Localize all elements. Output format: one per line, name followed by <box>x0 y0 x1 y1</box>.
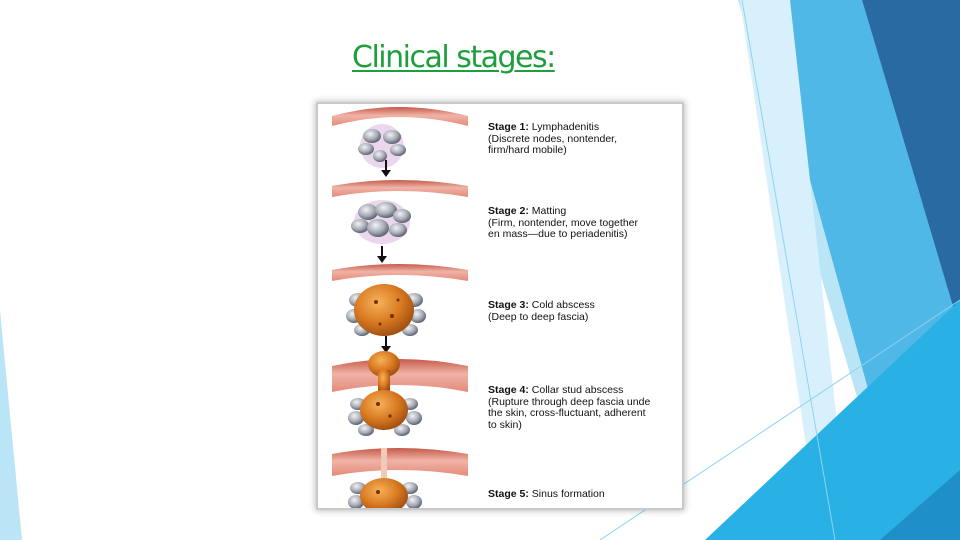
stages-illustration <box>332 107 468 508</box>
stage-5-caption: Stage 5: Sinus formation <box>488 488 682 501</box>
stage-3-heading: Stage 3: <box>488 299 529 311</box>
decor-facet-dark <box>862 0 960 330</box>
stage-5-illustration <box>332 448 468 508</box>
decor-facet-pale <box>740 0 850 540</box>
slide-title: Clinical stages: <box>352 40 556 75</box>
stage-4-line-1: (Rupture through deep fascia unde <box>488 395 651 408</box>
stage-2-line-2: en mass—due to periadenitis) <box>488 228 628 240</box>
stage-3-caption: Stage 3: Cold abscess (Deep to deep fasc… <box>488 299 682 323</box>
stage-4-caption: Stage 4: Collar stud abscess (Rupture th… <box>488 384 682 431</box>
stage-5-heading: Stage 5: <box>488 488 529 500</box>
stage-3-name: Cold abscess <box>531 299 595 311</box>
stage-4-line-3: to skin) <box>488 418 522 431</box>
stage-1-line-1: (Discrete nodes, nontender, <box>488 132 617 145</box>
decor-left-sliver <box>0 310 22 540</box>
stage-4-heading: Stage 4: <box>488 384 529 396</box>
stage-1-name: Lymphadenitis <box>531 121 600 133</box>
clinical-stages-figure: Stage 1: Lymphadenitis (Discrete nodes, … <box>318 104 682 508</box>
stage-2-line-1: (Firm, nontender, move together <box>488 216 638 229</box>
stage-4-name: Collar stud abscess <box>531 384 624 396</box>
decor-facet-bottom-dark <box>880 470 960 540</box>
arrow-down-icon <box>377 246 387 263</box>
decor-facet-bottom <box>705 300 960 540</box>
decor-line <box>741 0 836 540</box>
arrow-down-icon <box>381 160 391 177</box>
stage-2-caption: Stage 2: Matting (Firm, nontender, move … <box>488 205 682 241</box>
stage-5-name: Sinus formation <box>531 488 605 500</box>
stage-4-line-2: the skin, cross-fluctuant, adherent <box>488 407 646 419</box>
arrow-down-icon <box>381 336 391 353</box>
stage-2-name: Matting <box>531 205 567 217</box>
stage-1-line-2: firm/hard mobile) <box>488 144 567 156</box>
stage-2-illustration <box>332 180 468 244</box>
stage-1-caption: Stage 1: Lymphadenitis (Discrete nodes, … <box>488 121 682 157</box>
stage-3-illustration <box>332 264 468 336</box>
stage-4-illustration <box>332 351 468 436</box>
stage-2-heading: Stage 2: <box>488 205 529 217</box>
stage-1-heading: Stage 1: <box>488 121 529 133</box>
stage-3-line-1: (Deep to deep fascia) <box>488 310 589 323</box>
stage-1-illustration <box>332 107 468 168</box>
